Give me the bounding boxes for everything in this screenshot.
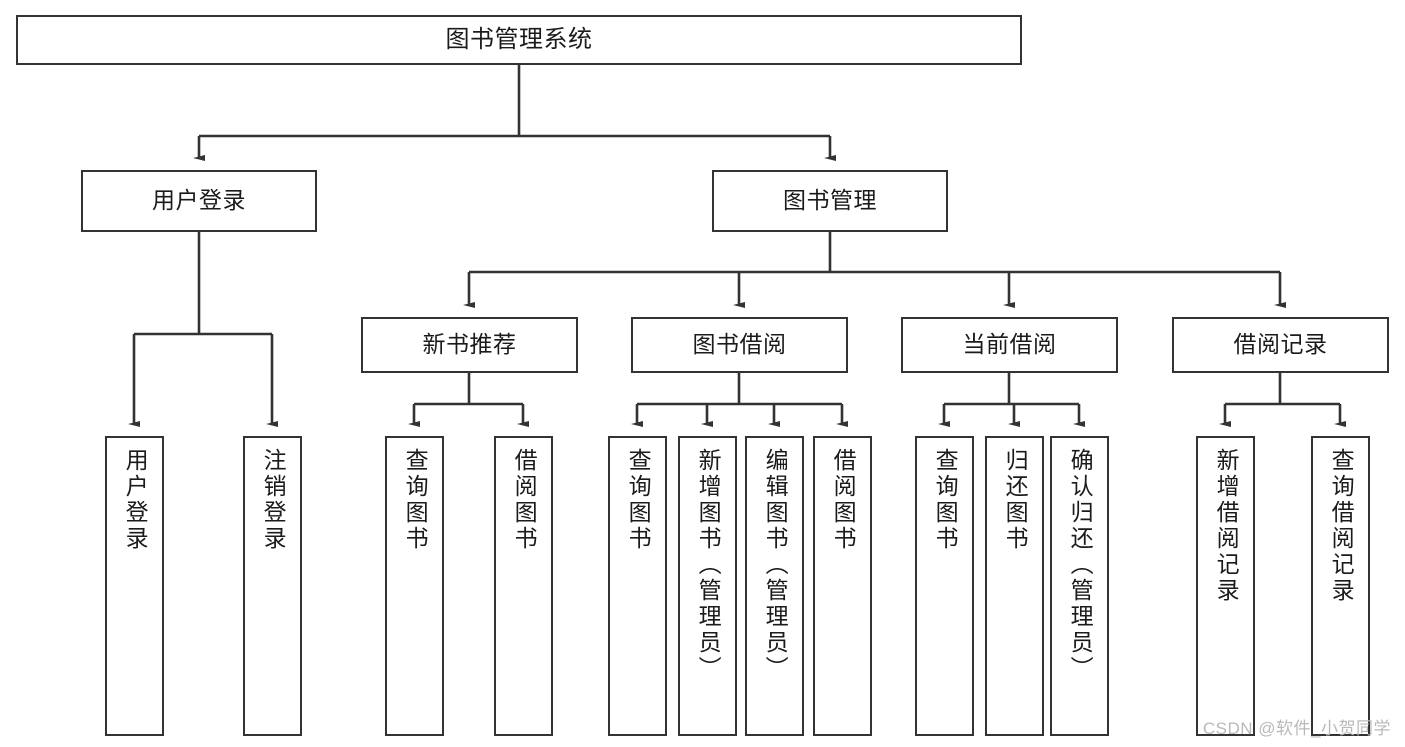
- leaf-return-book[interactable]: 归还图书: [985, 436, 1044, 736]
- node-borrow-record-label: 借阅记录: [1233, 331, 1328, 358]
- leaf-edit-book-label: 编辑图书（管理员）: [762, 448, 789, 682]
- leaf-borrow-book-1-label: 借阅图书: [511, 448, 538, 552]
- leaf-edit-book[interactable]: 编辑图书（管理员）: [745, 436, 804, 736]
- leaf-add-book-label: 新增图书（管理员）: [695, 448, 722, 682]
- leaf-confirm-return[interactable]: 确认归还（管理员）: [1050, 436, 1109, 736]
- watermark: CSDN @软件_小贺同学: [1202, 719, 1391, 738]
- leaf-logout-login[interactable]: 注销登录: [243, 436, 302, 736]
- leaf-query-book-3[interactable]: 查询图书: [915, 436, 974, 736]
- leaf-logout-login-label: 注销登录: [260, 448, 287, 552]
- node-root[interactable]: 图书管理系统: [16, 15, 1022, 65]
- leaf-query-book-3-label: 查询图书: [932, 448, 959, 552]
- node-new-book-recommend-label: 新书推荐: [422, 331, 517, 358]
- node-root-label: 图书管理系统: [445, 25, 593, 53]
- node-user-login-label: 用户登录: [152, 187, 246, 214]
- leaf-borrow-book-1[interactable]: 借阅图书: [494, 436, 553, 736]
- leaf-query-record-label: 查询借阅记录: [1328, 448, 1355, 604]
- leaf-query-record[interactable]: 查询借阅记录: [1311, 436, 1370, 736]
- leaf-confirm-return-label: 确认归还（管理员）: [1067, 448, 1094, 682]
- node-book-management[interactable]: 图书管理: [712, 170, 948, 232]
- node-current-borrow[interactable]: 当前借阅: [901, 317, 1118, 373]
- leaf-borrow-book-2[interactable]: 借阅图书: [813, 436, 872, 736]
- leaf-user-login-label: 用户登录: [122, 448, 149, 552]
- node-book-borrow-label: 图书借阅: [692, 331, 787, 358]
- leaf-query-book-1[interactable]: 查询图书: [385, 436, 444, 736]
- node-book-borrow[interactable]: 图书借阅: [631, 317, 848, 373]
- node-user-login[interactable]: 用户登录: [81, 170, 317, 232]
- leaf-query-book-2[interactable]: 查询图书: [608, 436, 667, 736]
- leaf-query-book-2-label: 查询图书: [625, 448, 652, 552]
- node-borrow-record[interactable]: 借阅记录: [1172, 317, 1389, 373]
- leaf-add-record-label: 新增借阅记录: [1213, 448, 1240, 604]
- leaf-query-book-1-label: 查询图书: [402, 448, 429, 552]
- node-new-book-recommend[interactable]: 新书推荐: [361, 317, 578, 373]
- leaf-user-login[interactable]: 用户登录: [105, 436, 164, 736]
- leaf-add-book[interactable]: 新增图书（管理员）: [678, 436, 737, 736]
- leaf-borrow-book-2-label: 借阅图书: [830, 448, 857, 552]
- leaf-add-record[interactable]: 新增借阅记录: [1196, 436, 1255, 736]
- node-current-borrow-label: 当前借阅: [962, 331, 1057, 358]
- node-book-management-label: 图书管理: [783, 187, 877, 214]
- leaf-return-book-label: 归还图书: [1002, 448, 1029, 552]
